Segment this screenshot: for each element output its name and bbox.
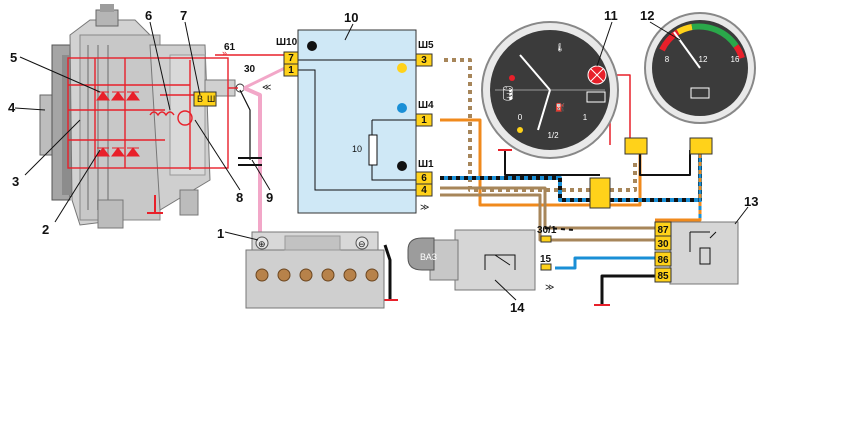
voltage-regulator: В Ш (193, 91, 217, 107)
scale-1-label: 1 (583, 113, 588, 122)
wire-30-pink (243, 86, 262, 240)
callout-12: 12 (640, 8, 654, 23)
alternator-ground-icon (147, 195, 163, 214)
callout-8: 8 (236, 190, 243, 205)
terminal-15-label: 15 (540, 254, 552, 265)
leader-lines (14, 21, 749, 301)
relay-87-pin: 87 (657, 225, 669, 236)
callout-13: 13 (744, 194, 758, 209)
scale-half-label: 1/2 (547, 131, 559, 140)
ignition-switch: ВАЗ 30/1 15 (407, 225, 557, 291)
coolant-temp-icon: 🌡 (555, 43, 565, 52)
pin-6: 6 (421, 173, 427, 184)
svg-text:⊕: ⊕ (258, 239, 266, 249)
battery-warning-icon (586, 91, 606, 103)
pin-4: 4 (421, 185, 427, 196)
callout-6: 6 (145, 8, 152, 23)
callout-7: 7 (180, 8, 187, 23)
relay-86-pin: 86 (657, 255, 669, 266)
relay-30-pin: 30 (657, 239, 669, 250)
callout-4: 4 (8, 100, 16, 115)
voltmeter: 8 12 16 (644, 12, 756, 124)
gauge-connectors (589, 137, 713, 209)
callout-3: 3 (12, 174, 19, 189)
callout-11: 11 (604, 8, 618, 23)
terminal-30-label: 30 (244, 64, 256, 75)
callout-2: 2 (42, 222, 49, 237)
terminal-61-label: 61 (224, 42, 236, 53)
oil-pressure-icon: 🛢 (499, 85, 517, 101)
wire-sh1-brown (440, 186, 655, 230)
pin-1: 1 (288, 65, 294, 76)
scale-0-label: 0 (518, 113, 523, 122)
wire-85-black (600, 274, 655, 305)
connector-sh10-label: Ш10 (276, 37, 298, 48)
ignition-relay: 87 30 86 85 (654, 221, 739, 285)
terminal-30-1-label: 30/1 (537, 225, 557, 236)
relay-85-pin: 85 (657, 271, 669, 282)
battery: ⊕ ⊖ (245, 231, 385, 309)
alternator (39, 4, 245, 229)
capacitor-icon (238, 157, 262, 166)
arrow-icon: ≪ (262, 82, 271, 92)
connector-sh4-label: Ш4 (418, 100, 434, 111)
callout-14: 14 (510, 300, 525, 315)
volt-16-label: 16 (731, 55, 740, 64)
regulator-b-label: В (197, 94, 203, 104)
arrow-icon: ≫ (545, 282, 554, 292)
wire-sh4-orange (440, 118, 642, 207)
combined-gauge: 🌡 ⛽ 0 1/2 1 🛢 (481, 21, 619, 159)
voltmeter-battery-icon (690, 87, 710, 99)
resistor-label: 10 (352, 144, 362, 154)
rectifier-diodes (96, 91, 140, 157)
key-label: ВАЗ (420, 252, 437, 262)
callout-1: 1 (217, 226, 224, 241)
mounting-block: 10 7 1 3 1 6 4 Ш10 Ш5 Ш4 Ш1 (276, 29, 434, 214)
pin-3: 3 (421, 55, 427, 66)
connector-sh5-label: Ш5 (418, 40, 434, 51)
callout-5: 5 (10, 50, 17, 65)
callout-10: 10 (344, 10, 358, 25)
arrow-icon: ≫ (420, 202, 429, 212)
arrow-61-icon: » (222, 48, 227, 58)
callout-9: 9 (266, 190, 273, 205)
pin-7: 7 (288, 53, 294, 64)
connector-sh1-label: Ш1 (418, 159, 434, 170)
regulator-sh-label: Ш (207, 94, 215, 104)
svg-text:⊖: ⊖ (358, 239, 366, 249)
wire-15-blue (555, 256, 655, 270)
volt-8-label: 8 (665, 55, 670, 64)
wiring (215, 54, 702, 306)
pin-1-sh4: 1 (421, 115, 427, 126)
volt-12-label: 12 (699, 55, 708, 64)
fuel-icon: ⛽ (555, 102, 565, 112)
